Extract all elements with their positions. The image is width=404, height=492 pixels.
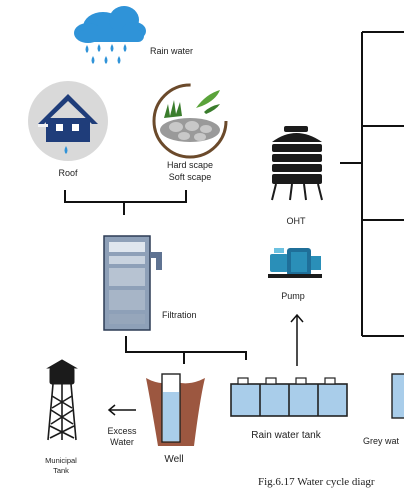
rain-water-label: Rain water [150, 46, 194, 56]
roof-icon [28, 81, 108, 161]
excess-water-label-line1: Excess [107, 426, 137, 436]
grey-water-tank-icon [391, 373, 404, 419]
filtration-unit-icon [103, 235, 162, 331]
soft-scape-label: Soft scape [168, 172, 212, 182]
distribution-bracket [340, 31, 404, 337]
landscape-icon [152, 83, 228, 159]
excess-water-arrow [107, 404, 136, 416]
filtration-to-storage-connector [125, 336, 247, 364]
well-icon [146, 373, 205, 446]
tank-to-pump-arrow [290, 313, 304, 366]
rain-water-tank-label: Rain water tank [251, 430, 321, 441]
figure-caption: Fig.6.17 Water cycle diagr [258, 476, 375, 488]
excess-water-label-line2: Water [110, 437, 134, 447]
collector-connector [64, 190, 187, 215]
rain-cloud-icon [74, 6, 146, 43]
overhead-tank-icon [271, 126, 323, 201]
filtration-label: Filtration [162, 310, 197, 320]
grey-water-label: Grey wat [363, 436, 400, 446]
roof-label: Roof [58, 168, 78, 178]
rain-water-tank-icon [230, 377, 348, 417]
municipal-tank-label-line2: Tank [53, 466, 69, 475]
hard-scape-label: Hard scape [166, 160, 214, 170]
pump-label: Pump [281, 291, 305, 301]
municipal-tank-icon [46, 359, 78, 441]
oht-label: OHT [286, 216, 306, 226]
rain-drops-icon [85, 44, 127, 64]
municipal-tank-label-line1: Municipal [45, 456, 77, 465]
pump-icon [268, 248, 322, 278]
well-label: Well [164, 454, 184, 465]
